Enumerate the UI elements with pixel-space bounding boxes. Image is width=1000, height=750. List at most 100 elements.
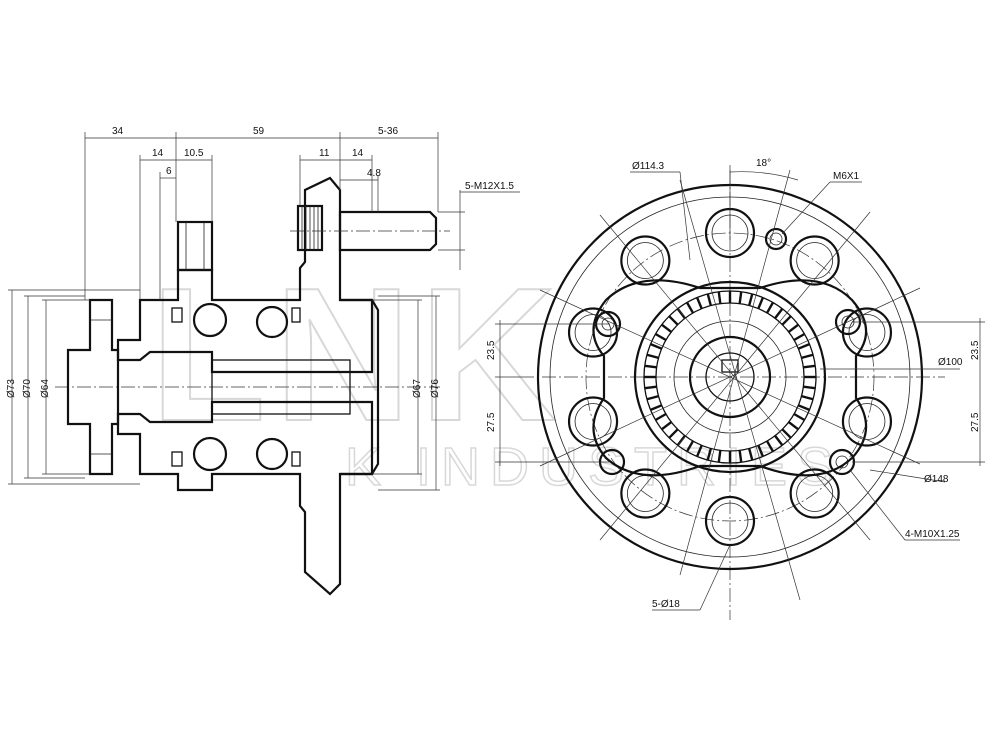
abs-ring-upper	[176, 220, 214, 272]
tone-tooth	[650, 342, 663, 350]
dim-dia-70: Ø70	[22, 379, 33, 398]
front-dimensions: Ø114.3 18° M6X1 Ø100 Ø148 4-M10X1.25 5-Ø…	[486, 158, 985, 611]
front-view: Ø114.3 18° M6X1 Ø100 Ø148 4-M10X1.25 5-Ø…	[486, 158, 985, 620]
seal-outer-lower	[291, 451, 301, 467]
dim-5-36: 5-36	[378, 126, 398, 137]
tone-tooth	[774, 308, 784, 320]
tone-tooth	[747, 448, 754, 461]
stud-thread-label: 5-M12X1.5	[465, 181, 514, 192]
seal-outer-upper	[291, 307, 301, 323]
lug-hole	[620, 235, 671, 286]
side-dimensions-left: Ø73 Ø70 Ø64	[6, 289, 140, 485]
angle-label: 18°	[756, 158, 771, 169]
bearing-ball-inner-upper	[192, 302, 228, 338]
m6-screw-hole	[764, 227, 788, 251]
dim-34: 34	[112, 126, 124, 137]
dim-14-left: 14	[152, 148, 164, 159]
lug-hole-inner	[796, 242, 834, 279]
tone-tooth	[646, 353, 659, 360]
lug-hole-inner	[711, 502, 749, 540]
tone-tooth	[717, 291, 722, 304]
tone-tooth	[644, 364, 657, 369]
tone-tooth	[793, 332, 806, 342]
tone-tooth	[757, 297, 765, 310]
hub-center-bore	[688, 335, 772, 419]
lug-holes-label: 5-Ø18	[652, 599, 680, 610]
tone-tooth	[781, 428, 792, 439]
flange-diameter-label: Ø148	[924, 474, 949, 485]
hub-boss-outline	[592, 279, 868, 477]
tone-tooth	[765, 301, 775, 314]
screw-label: M6X1	[833, 171, 860, 182]
tone-tooth	[676, 434, 686, 446]
tone-tooth	[765, 440, 775, 453]
tone-tooth	[644, 385, 657, 390]
offset-left-lower: 27.5	[486, 412, 497, 432]
tone-tooth	[695, 297, 703, 310]
offset-right-lower: 27.5	[970, 412, 981, 432]
lug-hole-inner	[574, 403, 612, 440]
tone-tooth	[793, 412, 806, 422]
tone-ring-teeth	[644, 291, 816, 463]
dim-6: 6	[166, 166, 172, 177]
tone-tooth	[781, 315, 792, 326]
tone-tooth	[801, 353, 814, 360]
tone-tooth	[797, 404, 810, 412]
spline-bore	[705, 352, 755, 402]
tone-tooth	[646, 394, 659, 401]
dim-dia-67: Ø67	[412, 379, 423, 398]
tone-tooth	[661, 421, 673, 431]
lug-hole	[789, 468, 840, 519]
hub-body-lower	[116, 400, 374, 596]
tone-tooth	[650, 404, 663, 412]
dim-11: 11	[319, 148, 330, 159]
hub-diameter-label: Ø100	[938, 357, 963, 368]
bearing-ball-inner-lower	[192, 436, 228, 472]
side-dimensions-right: Ø67 Ø76	[372, 295, 441, 491]
tone-tooth	[787, 421, 799, 431]
tone-tooth	[774, 434, 784, 446]
tone-tooth	[661, 323, 673, 333]
flange-nose	[340, 298, 380, 476]
seal-inner-lower	[171, 451, 183, 467]
tone-tooth	[717, 450, 722, 463]
hub-pilot-outer	[633, 280, 827, 474]
hub-body-upper	[116, 176, 374, 374]
tone-tooth	[695, 444, 703, 457]
hub-face-circle	[673, 320, 787, 434]
tone-tooth	[668, 428, 679, 439]
side-dimensions-top: 34 59 5-36 14 10.5 11 14 6 4.8	[84, 126, 439, 300]
dim-dia-76: Ø76	[430, 379, 441, 398]
tone-tooth	[706, 293, 713, 306]
tone-tooth	[738, 450, 743, 463]
dim-59: 59	[253, 126, 265, 137]
tone-tooth	[654, 412, 667, 422]
pcd-label: Ø114.3	[632, 161, 664, 172]
tone-tooth	[797, 342, 810, 350]
dim-4-8: 4.8	[367, 168, 381, 179]
bolt-holes-label: 4-M10X1.25	[905, 529, 960, 540]
front-leaders	[539, 169, 921, 601]
dim-14-right: 14	[352, 148, 364, 159]
wheel-stud	[290, 204, 450, 252]
tone-tooth	[668, 315, 679, 326]
lug-hole	[841, 396, 893, 447]
lug-hole	[620, 468, 671, 519]
seal-inner-upper	[171, 307, 183, 323]
bearing-ball-outer-upper	[255, 305, 289, 339]
dim-10-5: 10.5	[184, 148, 204, 159]
tone-tooth	[685, 301, 695, 314]
lug-hole-inner	[848, 314, 886, 351]
tone-tooth	[747, 293, 754, 306]
tone-ring-inner	[655, 302, 805, 452]
side-section-view: 34 59 5-36 14 10.5 11 14 6 4.8 5-M12X1.5	[6, 126, 520, 596]
dim-dia-73: Ø73	[6, 379, 17, 398]
tone-tooth	[801, 394, 814, 401]
offset-left-upper: 23.5	[486, 340, 497, 360]
offset-right-upper: 23.5	[970, 340, 981, 360]
tone-tooth	[685, 440, 695, 453]
tone-tooth	[803, 385, 816, 390]
tone-tooth	[654, 332, 667, 342]
dim-dia-64: Ø64	[40, 379, 51, 398]
